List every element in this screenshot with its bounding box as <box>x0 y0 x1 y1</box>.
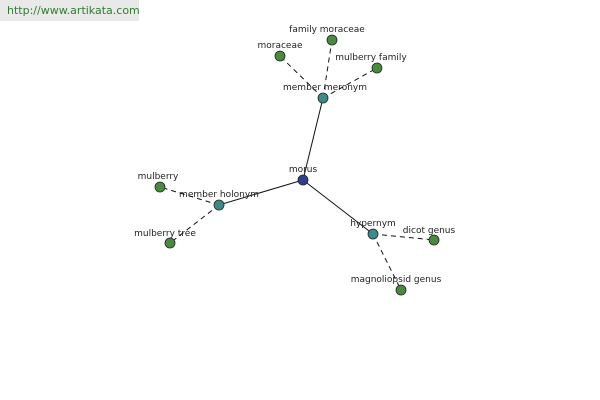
family-moraceae-label[interactable]: family moraceae <box>289 25 365 35</box>
hypernym-label[interactable]: hypernym <box>350 219 396 229</box>
magnoliopsid-genus-label[interactable]: magnoliopsid genus <box>351 275 442 285</box>
watermark-bar: http://www.artikata.com <box>0 0 140 21</box>
edge-hypernym-dicot-genus <box>372 233 435 241</box>
watermark-url[interactable]: http://www.artikata.com <box>7 4 140 17</box>
edge-morus-member-meronym <box>302 97 324 181</box>
magnoliopsid-genus-node[interactable] <box>395 284 407 296</box>
edge-member-holonym-mulberry <box>159 186 220 206</box>
member-meronym-node[interactable] <box>317 92 329 104</box>
edge-hypernym-magnoliopsid-genus <box>372 233 402 291</box>
dicot-genus-node[interactable] <box>428 234 440 246</box>
mulberry-family-node[interactable] <box>371 62 383 74</box>
mulberry-tree-node[interactable] <box>164 237 176 249</box>
moraceae-label[interactable]: moraceae <box>257 41 302 51</box>
edge-member-meronym-mulberry-family <box>322 67 378 99</box>
member-meronym-label[interactable]: member meronym <box>283 83 367 93</box>
morus-label[interactable]: morus <box>289 165 318 175</box>
edge-morus-hypernym <box>302 179 374 235</box>
edge-layer <box>159 39 435 291</box>
member-holonym-label[interactable]: member holonym <box>179 190 259 200</box>
mulberry-node[interactable] <box>154 181 166 193</box>
edge-morus-member-holonym <box>218 179 304 206</box>
edge-member-holonym-mulberry-tree <box>169 204 220 244</box>
hypernym-node[interactable] <box>367 228 379 240</box>
mulberry-family-label[interactable]: mulberry family <box>335 53 407 63</box>
moraceae-node[interactable] <box>274 50 286 62</box>
edge-member-meronym-family-moraceae <box>322 39 333 99</box>
node-layer <box>154 34 440 296</box>
mulberry-label[interactable]: mulberry <box>138 172 179 182</box>
mulberry-tree-label[interactable]: mulberry tree <box>134 229 196 239</box>
family-moraceae-node[interactable] <box>326 34 338 46</box>
label-layer: moraceae family moraceae mulberry family me… <box>134 25 455 285</box>
member-holonym-node[interactable] <box>213 199 225 211</box>
edge-member-meronym-moraceae <box>279 55 324 99</box>
morus-node[interactable] <box>297 174 309 186</box>
dicot-genus-label[interactable]: dicot genus <box>403 226 456 236</box>
